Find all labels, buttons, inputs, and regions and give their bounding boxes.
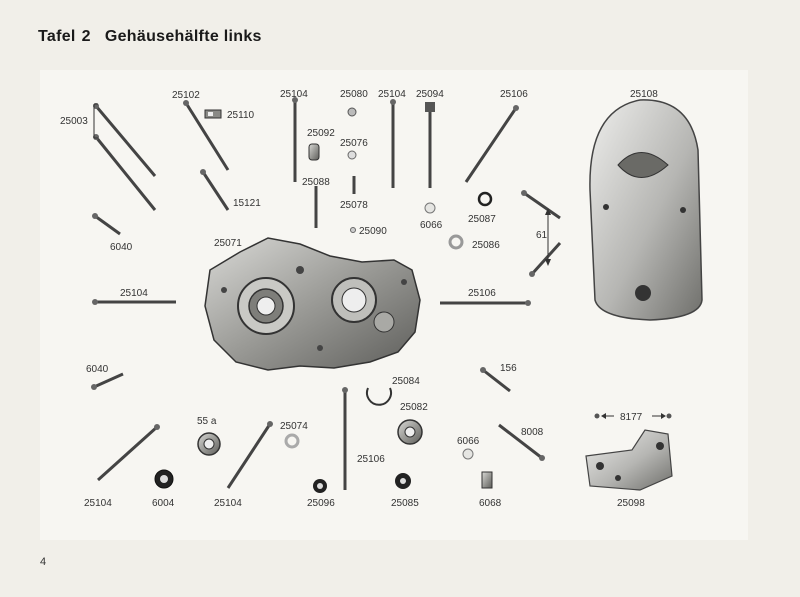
label-6066-upper: 6066: [420, 220, 443, 231]
label-8177: 8177: [620, 412, 643, 423]
dowel-61-lower: [529, 241, 562, 277]
bolt-25003-upper: [93, 103, 157, 177]
label-25106-top: 25106: [500, 89, 528, 100]
label-25085: 25085: [391, 498, 419, 509]
label-25104-lower-left: 25104: [84, 498, 112, 509]
plug-6068: [481, 471, 493, 489]
bolt-25102: [183, 100, 230, 171]
bolt-25106-vertical-lower: [342, 387, 348, 490]
bolt-25003-lower: [93, 134, 157, 211]
label-25110: 25110: [227, 110, 255, 121]
label-25088: 25088: [302, 177, 330, 188]
label-25080: 25080: [340, 89, 368, 100]
plate-number: 2: [81, 28, 91, 45]
seal-25085: [395, 473, 411, 489]
fitting-25092: [308, 143, 320, 161]
ring-25087: [477, 191, 493, 207]
screw-6040-lower: [91, 372, 124, 390]
bolt-25104-vertical-right: [390, 99, 396, 188]
label-25084: 25084: [392, 376, 420, 387]
washer-25076: [347, 150, 357, 160]
bolt-15121: [200, 169, 230, 211]
bolt-25106-upper: [464, 105, 519, 183]
label-156: 156: [500, 363, 517, 374]
label-25090: 25090: [359, 226, 387, 237]
label-6004: 6004: [152, 498, 175, 509]
label-25076: 25076: [340, 138, 368, 149]
clip-25110: [204, 109, 222, 119]
label-25003: 25003: [60, 116, 88, 127]
label-25104-lower-mid: 25104: [214, 498, 242, 509]
crankcase-half-25071: [204, 237, 421, 371]
bolt-25106-horizontal: [440, 300, 531, 306]
label-25092: 25092: [307, 128, 335, 139]
page-title: Tafel 2 Gehäusehälfte links: [38, 28, 262, 46]
bolt-25104-lower-left: [96, 424, 160, 482]
bracket-25003: [93, 103, 98, 139]
screw-6040-upper: [92, 213, 121, 236]
label-8008: 8008: [521, 427, 544, 438]
washer-6066-upper: [424, 202, 436, 214]
label-25102: 25102: [172, 90, 200, 101]
plate-25098: [585, 429, 673, 491]
cover-25108: [589, 99, 703, 321]
label-55a: 55 a: [197, 416, 217, 427]
arrow-61: [545, 208, 551, 266]
washer-25080: [347, 107, 357, 117]
plate-label: Tafel: [38, 28, 76, 45]
label-25087: 25087: [468, 214, 496, 225]
washer-6066-lower: [462, 448, 474, 460]
label-6040-lower: 6040: [86, 364, 109, 375]
seal-25096: [313, 479, 327, 493]
label-25108: 25108: [630, 89, 658, 100]
page-number: 4: [40, 556, 47, 568]
label-25071: 25071: [214, 238, 242, 249]
bolt-25094: [425, 102, 435, 188]
label-25106-lower: 25106: [357, 454, 385, 465]
ring-25074: [284, 433, 300, 449]
label-25086: 25086: [472, 240, 500, 251]
label-25098: 25098: [617, 498, 645, 509]
bolt-25104-vertical-left: [292, 97, 298, 182]
label-25082: 25082: [400, 402, 428, 413]
label-25094: 25094: [416, 89, 444, 100]
ring-25086: [448, 234, 464, 250]
label-25104-horizontal: 25104: [120, 288, 148, 299]
screws-8177: [594, 413, 672, 419]
label-6040-upper: 6040: [110, 242, 133, 253]
bolt-8008: [498, 423, 545, 461]
label-25106-horizontal: 25106: [468, 288, 496, 299]
label-6068: 6068: [479, 498, 502, 509]
bearing-55a: [197, 432, 221, 456]
dowel-61-upper: [521, 190, 561, 220]
label-25078: 25078: [340, 200, 368, 211]
label-25074: 25074: [280, 421, 308, 432]
circlip-25084: [366, 387, 392, 406]
washer-25090: [350, 227, 356, 233]
label-15121: 15121: [233, 198, 261, 209]
part-labels: 25003 25102 25110 25104 25080 25104 2509…: [60, 89, 658, 509]
label-25104-top-right: 25104: [378, 89, 406, 100]
label-6066-lower: 6066: [457, 436, 480, 447]
seal-6004: [154, 469, 174, 489]
label-25096: 25096: [307, 498, 335, 509]
bolt-25104-horizontal: [92, 299, 176, 305]
plate-title: Gehäusehälfte links: [104, 28, 262, 45]
bearing-25082: [397, 419, 423, 445]
label-25104-top-left: 25104: [280, 89, 308, 100]
label-61: 61: [536, 230, 548, 241]
screw-156: [480, 367, 511, 393]
bolt-25104-lower-mid: [226, 421, 273, 489]
